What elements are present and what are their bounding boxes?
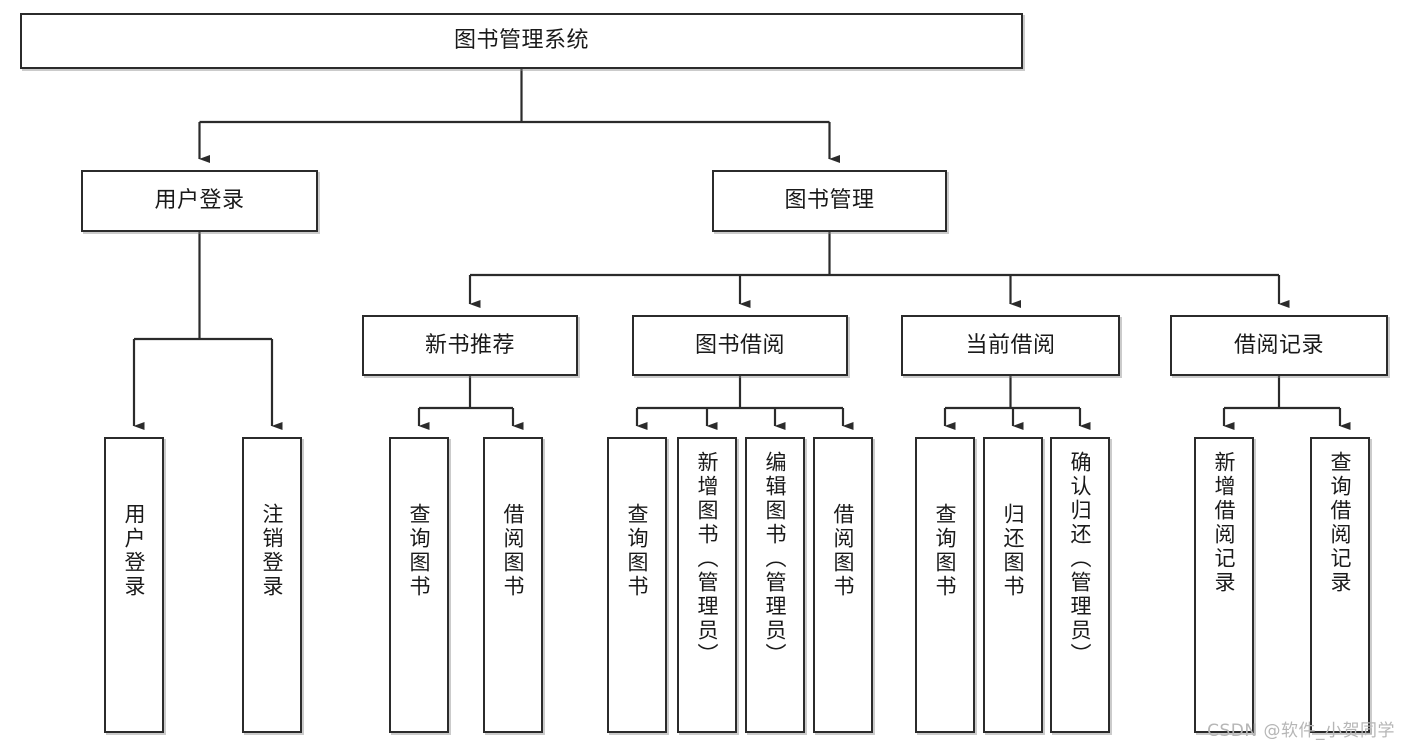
node-leaf-rec-2[interactable]: 查询借阅记录: [1310, 437, 1370, 733]
node-label-records: 借阅记录: [1233, 332, 1324, 358]
node-label-current: 当前借阅: [965, 332, 1056, 358]
node-root[interactable]: 图书管理系统: [20, 13, 1023, 69]
node-leaf-login-2[interactable]: 注销登录: [242, 437, 302, 733]
node-label-leaf-new-2: 借阅图书: [501, 503, 526, 599]
node-leaf-borrow-3[interactable]: 编辑图书（管理员）: [745, 437, 805, 733]
node-leaf-login-1[interactable]: 用户登录: [104, 437, 164, 733]
node-records[interactable]: 借阅记录: [1170, 315, 1388, 376]
node-borrow[interactable]: 图书借阅: [632, 315, 848, 376]
node-label-leaf-rec-1: 新增借阅记录: [1212, 451, 1237, 595]
node-newbook[interactable]: 新书推荐: [362, 315, 578, 376]
node-label-newbook: 新书推荐: [424, 332, 515, 358]
node-label-leaf-borrow-2: 新增图书（管理员）: [695, 451, 720, 667]
node-leaf-borrow-2[interactable]: 新增图书（管理员）: [677, 437, 737, 733]
node-label-root: 图书管理系统: [453, 28, 589, 54]
node-leaf-rec-1[interactable]: 新增借阅记录: [1194, 437, 1254, 733]
node-login[interactable]: 用户登录: [81, 170, 318, 232]
node-leaf-cur-3[interactable]: 确认归还（管理员）: [1050, 437, 1110, 733]
csdn-watermark: CSDN @软件_小贺同学: [1207, 721, 1395, 741]
node-label-leaf-borrow-4: 借阅图书: [831, 503, 856, 599]
node-label-leaf-login-2: 注销登录: [260, 503, 285, 599]
node-label-borrow: 图书借阅: [694, 332, 785, 358]
node-leaf-cur-1[interactable]: 查询图书: [915, 437, 975, 733]
node-label-leaf-new-1: 查询图书: [407, 503, 432, 599]
node-leaf-cur-2[interactable]: 归还图书: [983, 437, 1043, 733]
node-bookmgmt[interactable]: 图书管理: [712, 170, 947, 232]
node-leaf-new-1[interactable]: 查询图书: [389, 437, 449, 733]
node-label-leaf-borrow-1: 查询图书: [625, 503, 650, 599]
node-leaf-borrow-4[interactable]: 借阅图书: [813, 437, 873, 733]
node-label-leaf-login-1: 用户登录: [122, 503, 147, 599]
node-current[interactable]: 当前借阅: [901, 315, 1120, 376]
node-label-leaf-rec-2: 查询借阅记录: [1328, 451, 1353, 595]
node-label-leaf-cur-2: 归还图书: [1001, 503, 1026, 599]
node-leaf-borrow-1[interactable]: 查询图书: [607, 437, 667, 733]
node-label-bookmgmt: 图书管理: [784, 188, 875, 214]
node-label-leaf-borrow-3: 编辑图书（管理员）: [763, 451, 788, 667]
node-label-leaf-cur-3: 确认归还（管理员）: [1068, 451, 1093, 667]
node-label-login: 用户登录: [154, 188, 245, 214]
node-leaf-new-2[interactable]: 借阅图书: [483, 437, 543, 733]
node-label-leaf-cur-1: 查询图书: [933, 503, 958, 599]
